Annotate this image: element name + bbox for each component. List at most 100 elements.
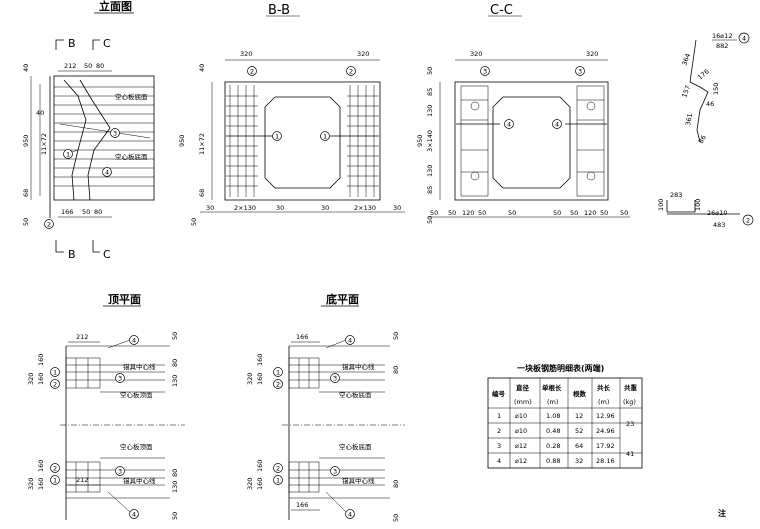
cc-outline [454, 81, 609, 201]
cc-dim-top-2: 320 [586, 50, 598, 58]
bb-marker-1b-circle [320, 131, 330, 141]
bp-marker-1a: 1 [276, 369, 280, 377]
tp-label-3: 空心板顶面 [120, 442, 153, 451]
title-bottom-plan: 底平面 [326, 292, 359, 306]
table-merged-weight-2: 41 [626, 450, 634, 458]
tp-marker-1a-circle [50, 367, 60, 377]
elev-dim-left-3: 68 [22, 189, 30, 197]
tp-marker-2a: 2 [53, 381, 57, 389]
bp-marker-4b-circle [345, 509, 355, 519]
cc-dim-left-2: 85 [426, 88, 434, 96]
cc-dim-bottom-9: 50 [600, 209, 608, 217]
table-merged-weight-1: 23 [626, 420, 634, 428]
section-label-c-bottom: C [103, 248, 111, 261]
bp-marker-4b: 4 [348, 511, 352, 519]
cc-dim-top-1: 320 [470, 50, 482, 58]
bb-left-bars [226, 85, 258, 197]
bar2-dim-3: 100 [694, 199, 702, 211]
title-top-plan: 顶平面 [108, 293, 141, 306]
elev-marker-2-circle [44, 219, 54, 229]
bb-dim-left-1: 40 [198, 64, 206, 72]
elevation-view: B C B C 212 50 80 [22, 37, 155, 261]
bar4-marker-circle [738, 32, 750, 44]
rebar-table: 一块板钢筋明细表(两端) 编号 直径 (mm) 单根长 (m) 根数 共长 (m… [487, 363, 643, 469]
table-header-count: 根数 [573, 389, 587, 398]
cc-dim-bottom-4: 50 [478, 209, 486, 217]
title-cc: C-C [490, 3, 513, 18]
table-title: 一块板钢筋明细表(两端) [517, 363, 604, 373]
bp-dim-8: 320 [246, 478, 254, 490]
section-mark-c-bottom [92, 240, 100, 253]
table-cell: ⌀10 [515, 412, 527, 420]
tp-marker-2b-circle [50, 463, 60, 473]
tp-marker-2b: 2 [53, 465, 57, 473]
table-cell: 1.08 [546, 412, 560, 420]
bb-dim-bottom-6: 30 [393, 204, 401, 212]
bb-marker-1a: 1 [275, 133, 279, 141]
elev-dim-bottom-3: 80 [94, 208, 102, 216]
section-mark-b-bottom [55, 240, 64, 253]
tp-dim-10: 160 [37, 478, 45, 490]
elev-dim-mid-2: 40 [36, 109, 44, 117]
tp-marker-4b: 4 [132, 511, 136, 519]
bar2-dim-2: 100 [657, 199, 665, 211]
tp-dim-13: 80 [171, 469, 179, 477]
elev-outline [53, 75, 155, 201]
bp-dim-4: 50 [392, 514, 400, 522]
bp-dim-1: 166 [296, 333, 308, 341]
cc-marker-3a: 3 [483, 68, 487, 76]
table-cell: 24.96 [596, 427, 615, 435]
bar4-dim-6: 361 [684, 113, 694, 127]
bp-dim-11: 80 [392, 366, 400, 374]
table-cell: 28.16 [596, 457, 615, 465]
tp-marker-2a-circle [50, 379, 60, 389]
bp-marker-1b-circle [273, 475, 283, 485]
table-header-weight: 共重 [624, 383, 638, 392]
cc-void [492, 96, 571, 189]
bp-dim-12: 80 [392, 480, 400, 488]
elev-label-1: 空心板底面 [115, 92, 148, 101]
bar2-dim-1: 283 [670, 191, 682, 199]
elev-bent-bar-1 [63, 79, 87, 201]
elev-dim-left-2: 950 [22, 135, 30, 147]
table-header-diameter: 直径 [516, 383, 530, 392]
bp-marker-4a-circle [345, 335, 355, 345]
title-bb: B-B [268, 3, 290, 18]
cc-right-cage [576, 85, 605, 197]
bar4-shape [689, 39, 709, 143]
bp-marker-2b-circle [273, 463, 283, 473]
bar4-dim-7: 86 [697, 134, 708, 145]
elev-marker-2: 2 [47, 221, 51, 229]
bb-dim-top-2: 320 [357, 50, 369, 58]
tp-dim-12: 80 [171, 359, 179, 367]
elev-dim-left-4: 50 [22, 218, 30, 226]
bp-dim-7: 160 [256, 373, 264, 385]
bp-leader-4b [325, 491, 347, 513]
bb-dim-left-4: 68 [198, 189, 206, 197]
bp-marker-1a-circle [273, 367, 283, 377]
cc-dim-left-6: 130 [426, 165, 434, 177]
bp-label-2: 空心板底面 [339, 390, 372, 399]
bar2-length: 483 [713, 221, 725, 229]
tp-marker-4a-circle [129, 335, 139, 345]
elev-dim-mid-1: 11×72 [40, 133, 48, 155]
bb-dim-bottom-2: 2×130 [234, 204, 256, 212]
table-cell: 4 [497, 457, 501, 465]
bb-marker-2b-circle [346, 66, 356, 76]
table-header-unit-length: 单根长 [542, 383, 562, 392]
cc-marker-3a-circle [480, 66, 490, 76]
table-cell: 3 [497, 442, 501, 450]
tp-dim-9: 160 [37, 460, 45, 472]
tp-label-4: 锚具中心线 [123, 476, 156, 485]
table-unit-unit-length: (m) [547, 398, 558, 406]
cc-dim-left-7: 85 [426, 186, 434, 194]
table-unit-total-length: (m) [598, 398, 609, 406]
tp-marker-1b: 1 [53, 477, 57, 485]
cc-dim-bottom-8: 120 [584, 209, 596, 217]
bp-marker-1b: 1 [276, 477, 280, 485]
table-cell: 2 [497, 427, 501, 435]
tp-dim-4: 50 [171, 512, 179, 520]
bar4-dim-1: 364 [680, 52, 692, 66]
tp-dim-8: 320 [27, 478, 35, 490]
section-mark-b-top [55, 39, 64, 50]
